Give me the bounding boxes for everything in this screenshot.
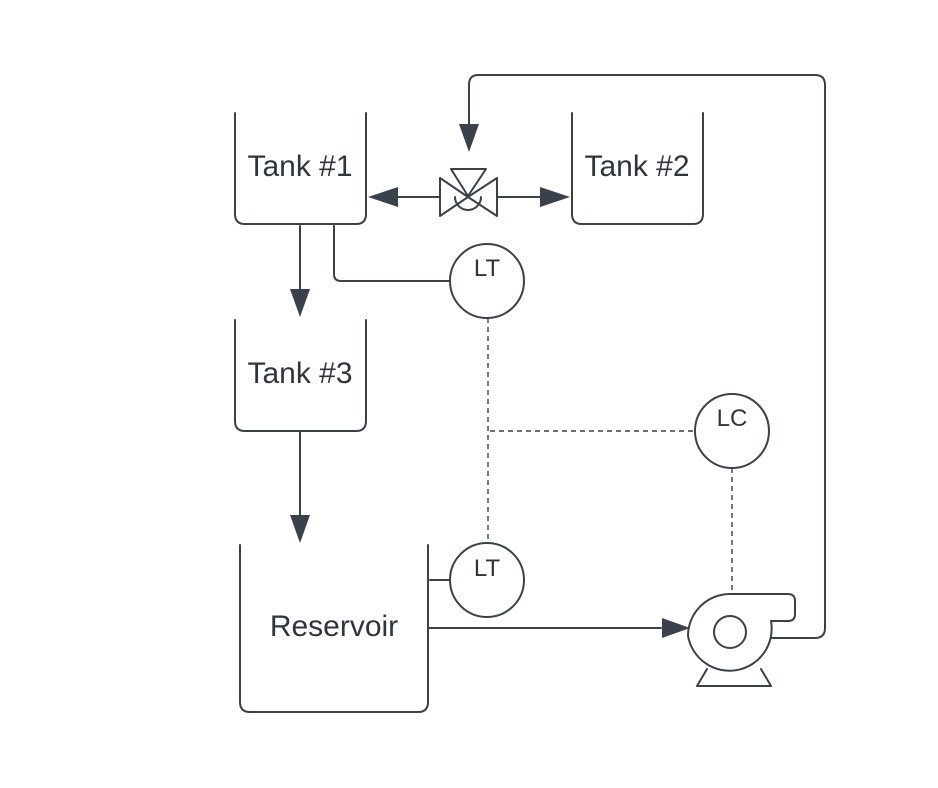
valve-to-tank-1-arrow: [368, 187, 441, 207]
reservoir-to-pump-arrow: [428, 618, 690, 638]
tank-1-to-tank-3-arrow: [290, 225, 310, 317]
level-transmitter-bottom-circle: [449, 542, 525, 618]
tank-1-level-connection: [333, 225, 451, 282]
tank-3-outline: [234, 319, 367, 432]
tank-3-to-reservoir-arrow: [290, 431, 310, 543]
tank-2-outline: [571, 112, 704, 225]
reservoir-label: Reservoir: [270, 610, 398, 643]
pump-discharge-line: [459, 74, 826, 639]
tank-3-label: Tank #3: [247, 357, 352, 390]
three-way-valve-icon: [439, 168, 498, 217]
level-transmitter-top-circle: [449, 243, 525, 319]
tank-2-label: Tank #2: [584, 150, 689, 183]
reservoir-outline: [239, 544, 429, 713]
valve-to-tank-2-arrow: [496, 187, 570, 207]
tank-1-label: Tank #1: [247, 150, 352, 183]
signal-lines: [487, 318, 733, 594]
centrifugal-pump-icon: [687, 593, 796, 687]
level-transmitter-top-label: LT: [474, 255, 501, 282]
tank-1-outline: [234, 112, 367, 225]
level-controller-label: LC: [717, 405, 748, 432]
level-transmitter-bottom-label: LT: [474, 555, 501, 582]
